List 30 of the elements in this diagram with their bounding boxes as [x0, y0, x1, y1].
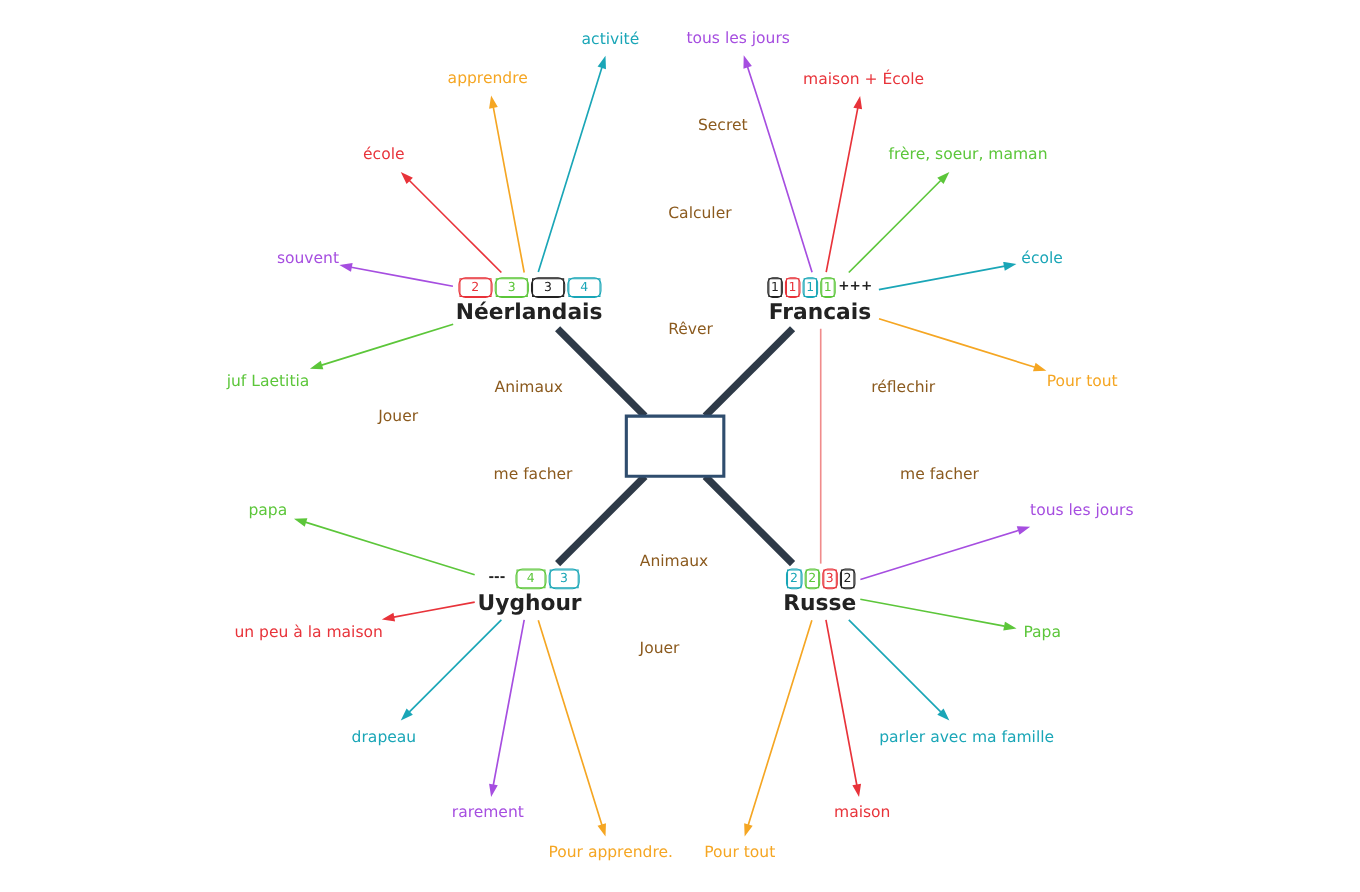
arrow [744, 619, 813, 837]
arrow [293, 518, 476, 576]
arrow [859, 598, 1017, 631]
node-label: Russe [783, 590, 857, 617]
connector [555, 326, 648, 419]
arrow [400, 619, 503, 721]
connector [819, 327, 822, 565]
node-label: Uyghour [477, 590, 582, 617]
arrow [489, 619, 526, 797]
arrow [859, 526, 1031, 581]
arrow [825, 96, 863, 273]
arrow [381, 601, 476, 622]
arrow [537, 619, 606, 837]
arrow [847, 171, 950, 274]
node-label: Néerlandais [455, 299, 603, 326]
arrow [400, 171, 503, 274]
node-label: Francais [768, 299, 872, 326]
arrow [847, 619, 950, 721]
arrow [743, 55, 813, 274]
arrow [825, 619, 862, 797]
arrow [537, 55, 606, 273]
connector [555, 473, 648, 567]
connector [702, 326, 796, 419]
arrow [339, 263, 454, 288]
arrow [878, 261, 1017, 291]
node-box [624, 414, 726, 478]
arrow [878, 317, 1047, 372]
arrow [309, 323, 454, 370]
connector [702, 473, 796, 567]
arrow [489, 95, 526, 274]
